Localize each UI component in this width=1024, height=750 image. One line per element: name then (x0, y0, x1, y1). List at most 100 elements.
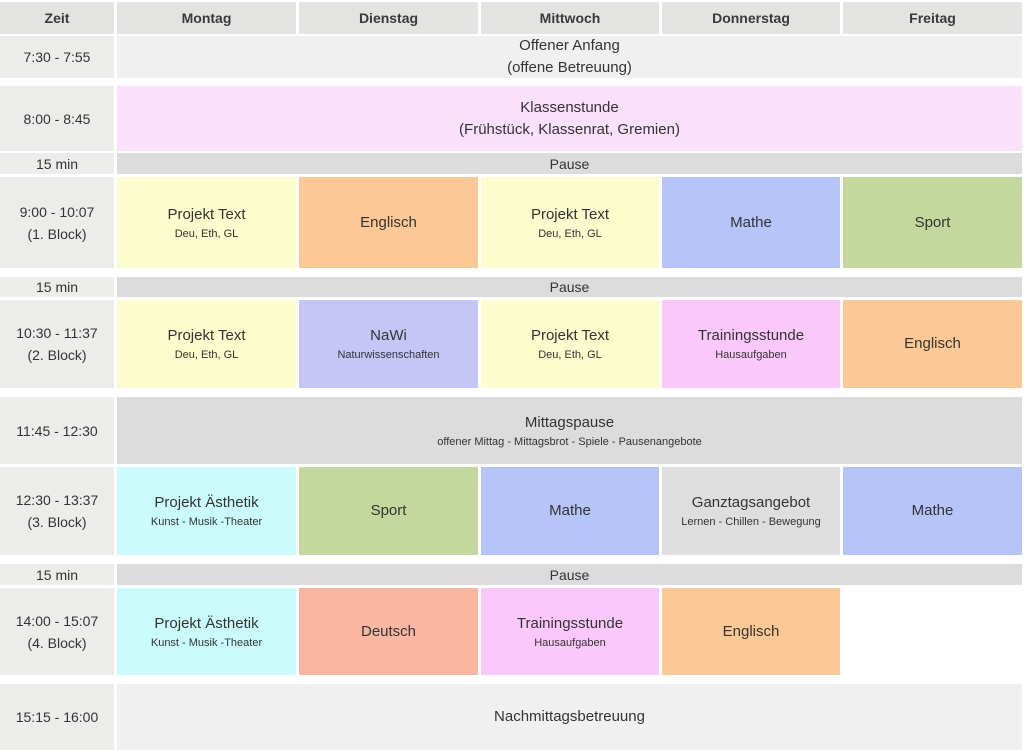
header-time: Zeit (0, 2, 114, 34)
lesson-title: Trainingsstunde (697, 327, 805, 344)
time-label: 8:00 - 8:45 (23, 110, 91, 127)
lesson-title: Sport (914, 213, 951, 231)
lesson-subtitle: Hausaufgaben (715, 349, 787, 361)
lesson-cell: Mathe (481, 467, 659, 555)
header-day-freitag: Freitag (843, 2, 1022, 34)
header-day-label: Montag (181, 10, 232, 26)
header-day-label: Dienstag (358, 10, 419, 26)
open-start-subtitle: (offene Betreuung) (507, 59, 632, 76)
time-cell: 15:15 - 16:00 (0, 684, 114, 750)
lesson-subtitle: Deu, Eth, GL (174, 227, 239, 240)
lesson-cell: Mathe (662, 177, 840, 268)
lesson-subtitle: Deu, Eth, GL (538, 227, 602, 240)
time-label: 14:00 - 15:07 (15, 612, 99, 629)
lesson-title: Projekt Ästhetik (154, 494, 259, 511)
time-cell: 8:00 - 8:45 (0, 86, 114, 151)
lesson-title: Mathe (549, 502, 591, 519)
afternoon-care-cell: Nachmittagsbetreuung (117, 684, 1022, 750)
lesson-title: Projekt Text (530, 327, 610, 344)
lesson-cell: Sport (299, 467, 478, 555)
header-day-montag: Montag (117, 2, 296, 34)
lesson-title: Projekt Text (167, 205, 246, 223)
lesson-title: Sport (370, 502, 407, 519)
time-cell: 15 min (0, 153, 114, 174)
time-label: 9:00 - 10:07 (19, 203, 95, 220)
time-label: 11:45 - 12:30 (16, 422, 98, 439)
time-label: 12:30 - 13:37 (15, 492, 99, 508)
open-start-cell: Offener Anfang (offene Betreuung) (117, 36, 1022, 78)
block-label: (2. Block) (27, 347, 87, 363)
header-day-mittwoch: Mittwoch (481, 2, 659, 34)
time-cell: 15 min (0, 277, 114, 297)
lesson-title: Trainingsstunde (516, 614, 624, 632)
klassenstunde-title: Klassenstunde (520, 98, 619, 116)
block-label: (1. Block) (27, 225, 87, 242)
lesson-cell: Sport (843, 177, 1022, 268)
time-label: 15 min (35, 279, 79, 295)
pause-cell: Pause (117, 277, 1022, 297)
lesson-cell: Projekt Text Deu, Eth, GL (117, 300, 296, 388)
time-label: 10:30 - 11:37 (16, 325, 98, 341)
header-day-dienstag: Dienstag (299, 2, 478, 34)
time-label: 15 min (35, 155, 79, 172)
lesson-cell: Ganztagsangebot Lernen - Chillen - Beweg… (662, 467, 840, 555)
lesson-cell: Englisch (662, 588, 840, 675)
lesson-title: Mathe (730, 213, 772, 231)
lesson-subtitle: Kunst - Musik -Theater (150, 516, 263, 528)
lesson-cell: Englisch (299, 177, 478, 268)
open-start-title: Offener Anfang (519, 37, 620, 54)
lesson-cell: Trainingsstunde Hausaufgaben (662, 300, 840, 388)
lesson-cell: Englisch (843, 300, 1022, 388)
lesson-title: Projekt Text (167, 327, 246, 344)
lesson-title: NaWi (370, 327, 407, 344)
lesson-title: Englisch (904, 335, 961, 352)
klassenstunde-cell: Klassenstunde (Frühstück, Klassenrat, Gr… (117, 86, 1022, 151)
lesson-cell: Projekt Text Deu, Eth, GL (117, 177, 296, 268)
time-cell: 10:30 - 11:37 (2. Block) (0, 300, 114, 388)
lesson-title: Projekt Text (530, 205, 610, 223)
time-label: 7:30 - 7:55 (23, 49, 91, 65)
time-cell: 14:00 - 15:07 (4. Block) (0, 588, 114, 675)
block-label: (4. Block) (27, 634, 87, 651)
header-day-label: Donnerstag (712, 10, 790, 26)
time-label: 15:15 - 16:00 (15, 709, 99, 725)
lesson-title: Mathe (911, 502, 954, 519)
header-day-label: Mittwoch (539, 10, 601, 26)
time-cell: 15 min (0, 564, 114, 585)
time-cell: 11:45 - 12:30 (0, 397, 114, 464)
lesson-cell: Trainingsstunde Hausaufgaben (481, 588, 659, 675)
lesson-subtitle: Deu, Eth, GL (538, 349, 602, 361)
pause-cell: Pause (117, 153, 1022, 174)
lesson-cell: NaWi Naturwissenschaften (299, 300, 478, 388)
afternoon-care-label: Nachmittagsbetreuung (494, 708, 645, 725)
lesson-subtitle: Kunst - Musik -Theater (150, 636, 263, 649)
lesson-title: Projekt Ästhetik (154, 614, 259, 632)
lesson-subtitle: Hausaufgaben (534, 636, 606, 649)
time-cell: 12:30 - 13:37 (3. Block) (0, 467, 114, 555)
lunch-cell: Mittagspause offener Mittag - Mittagsbro… (117, 397, 1022, 464)
time-label: 15 min (35, 566, 79, 583)
header-day-label: Freitag (909, 10, 956, 26)
pause-label: Pause (549, 155, 590, 172)
block-label: (3. Block) (27, 514, 87, 530)
lesson-subtitle: Lernen - Chillen - Bewegung (681, 516, 821, 528)
pause-cell: Pause (117, 564, 1022, 585)
time-cell: 7:30 - 7:55 (0, 36, 114, 78)
lesson-cell: Deutsch (299, 588, 478, 675)
time-cell: 9:00 - 10:07 (1. Block) (0, 177, 114, 268)
lesson-title: Deutsch (360, 622, 417, 640)
lesson-cell: Projekt Ästhetik Kunst - Musik -Theater (117, 467, 296, 555)
lunch-subtitle: offener Mittag - Mittagsbrot - Spiele - … (437, 435, 702, 448)
pause-label: Pause (549, 566, 590, 583)
header-day-donnerstag: Donnerstag (662, 2, 840, 34)
lesson-subtitle: Deu, Eth, GL (174, 349, 239, 361)
lesson-title: Englisch (722, 622, 780, 640)
lesson-cell: Mathe (843, 467, 1022, 555)
lesson-subtitle: Naturwissenschaften (337, 349, 440, 361)
lesson-cell: Projekt Text Deu, Eth, GL (481, 177, 659, 268)
lesson-title: Englisch (360, 213, 417, 231)
klassenstunde-subtitle: (Frühstück, Klassenrat, Gremien) (459, 120, 680, 138)
lunch-title: Mittagspause (524, 413, 615, 431)
lesson-title: Ganztagsangebot (691, 494, 811, 511)
lesson-cell: Projekt Text Deu, Eth, GL (481, 300, 659, 388)
